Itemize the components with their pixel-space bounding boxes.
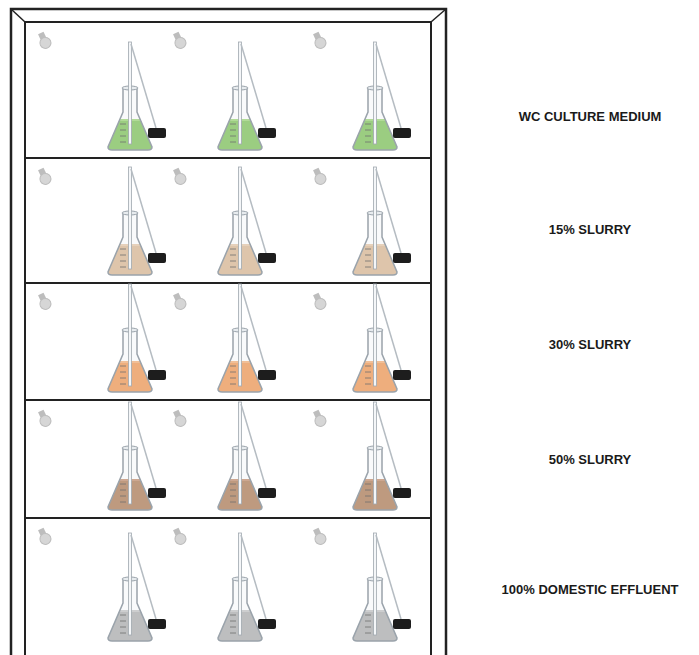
pipette (239, 42, 242, 144)
flask (353, 167, 411, 275)
air-tube (131, 169, 156, 253)
lamp (311, 409, 328, 429)
flask (218, 42, 276, 150)
flask (353, 284, 411, 392)
flask (353, 402, 411, 510)
row-label: 50% SLURRY (549, 452, 632, 468)
aerator (393, 488, 411, 498)
flask (218, 402, 276, 510)
shelf (25, 517, 431, 519)
lamp (171, 292, 188, 312)
lamp (311, 167, 328, 187)
air-tube (241, 404, 266, 488)
flask (108, 402, 166, 510)
air-tube (131, 404, 156, 488)
lamp (36, 409, 53, 429)
shelf (25, 282, 431, 284)
row-label: 30% SLURRY (549, 337, 632, 353)
air-tube (131, 44, 156, 128)
pipette (129, 42, 132, 144)
air-tube (376, 404, 401, 488)
pipette (374, 402, 377, 504)
pipette (374, 284, 377, 386)
flask (218, 167, 276, 275)
air-tube (241, 44, 266, 128)
air-tube (376, 286, 401, 370)
aerator (148, 370, 166, 380)
flask (218, 284, 276, 392)
air-tube (376, 44, 401, 128)
pipette (374, 42, 377, 144)
aerator (393, 253, 411, 263)
aerator (148, 128, 166, 138)
lamp (311, 31, 328, 51)
aerator (258, 370, 276, 380)
air-tube (376, 535, 401, 619)
frame-corner (11, 9, 25, 22)
lamp (171, 409, 188, 429)
pipette (129, 284, 132, 386)
aerator (148, 619, 166, 629)
shelf (25, 399, 431, 401)
flask (108, 533, 166, 641)
pipette (239, 402, 242, 504)
flask (108, 284, 166, 392)
pipette (239, 167, 242, 269)
pipette (129, 402, 132, 504)
lamp (311, 292, 328, 312)
air-tube (376, 169, 401, 253)
aerator (258, 253, 276, 263)
air-tube (241, 286, 266, 370)
aerator (258, 619, 276, 629)
frame-corner (431, 9, 446, 22)
flask (108, 167, 166, 275)
aerator (393, 128, 411, 138)
pipette (239, 284, 242, 386)
aerator (148, 253, 166, 263)
pipette (374, 167, 377, 269)
row-label: 15% SLURRY (549, 222, 632, 238)
flask (353, 533, 411, 641)
flask (353, 42, 411, 150)
aerator (258, 488, 276, 498)
lamp (311, 527, 328, 547)
aerator (148, 488, 166, 498)
lamp (36, 292, 53, 312)
row-label: 100% DOMESTIC EFFLUENT (502, 582, 679, 598)
aerator (258, 128, 276, 138)
aerator (393, 619, 411, 629)
pipette (374, 533, 377, 635)
lamp (36, 167, 53, 187)
air-tube (241, 169, 266, 253)
lamp (171, 167, 188, 187)
row-label: WC CULTURE MEDIUM (519, 109, 662, 125)
lamp (36, 527, 53, 547)
lamp (171, 31, 188, 51)
lamp (171, 527, 188, 547)
pipette (129, 167, 132, 269)
aerator (393, 370, 411, 380)
lamp (36, 31, 53, 51)
pipette (239, 533, 242, 635)
air-tube (241, 535, 266, 619)
pipette (129, 533, 132, 635)
flask (218, 533, 276, 641)
air-tube (131, 535, 156, 619)
cabinet-inner (25, 22, 431, 655)
shelf (25, 157, 431, 159)
flask (108, 42, 166, 150)
air-tube (131, 286, 156, 370)
